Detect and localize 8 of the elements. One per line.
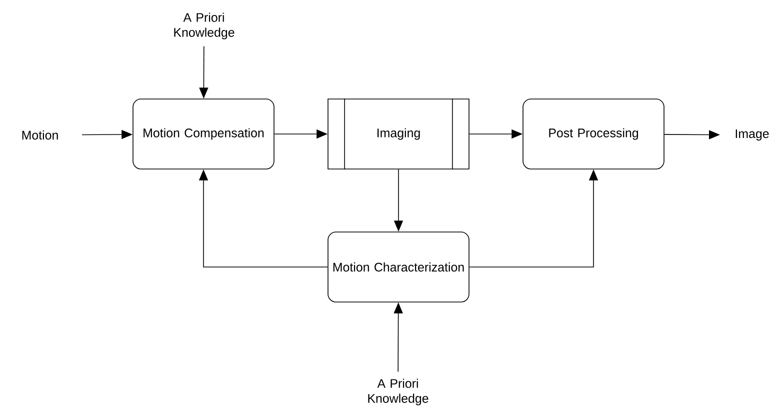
process-box: Motion Compensation [132,98,274,170]
text-label: A Priori Knowledge [174,12,234,40]
text-label: Motion [22,130,58,140]
text-label: A Priori Knowledge [368,378,428,406]
predefined-process-box: Imaging [328,98,470,170]
text-label: Image [736,129,769,141]
process-box: Motion Characterization [328,232,470,302]
process-box: Post Processing [522,98,664,170]
